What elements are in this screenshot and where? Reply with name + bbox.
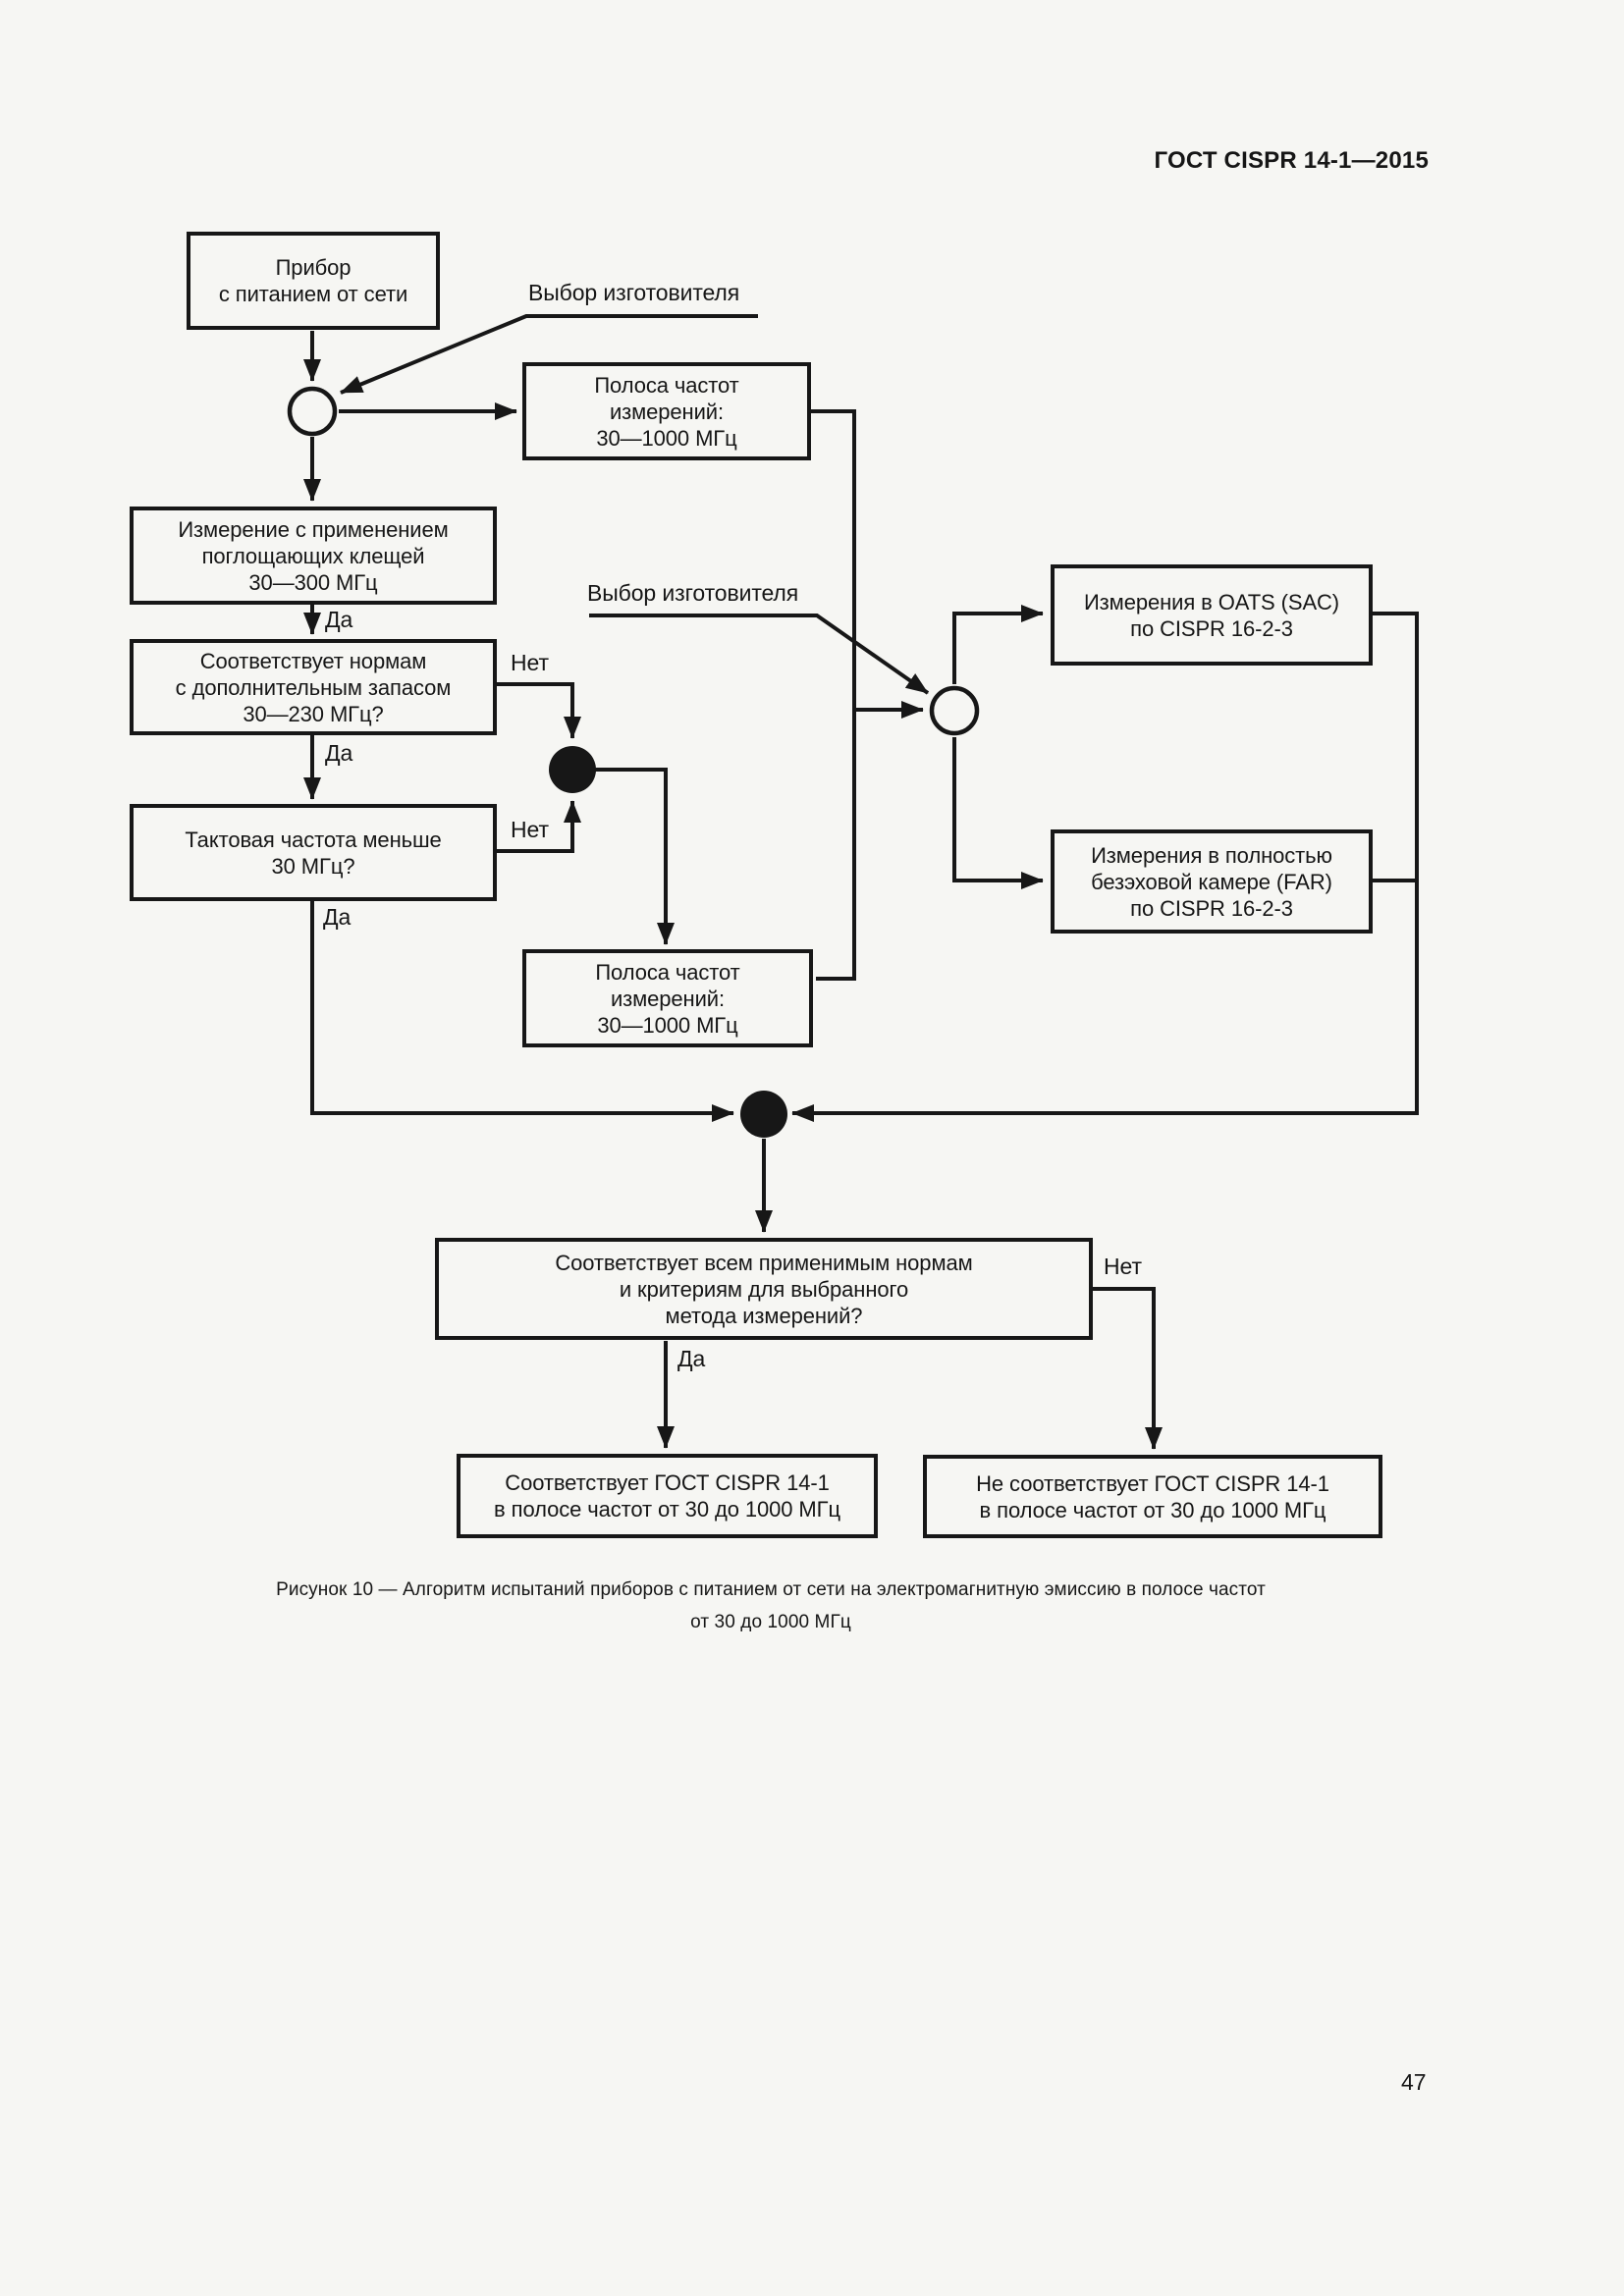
connector-oats-to-mergedot [791,612,1419,1122]
connector-junction2-to-oats [952,605,1044,684]
flow-node-freq-band-top: Полоса частот измерений: 30—1000 МГц [522,362,811,460]
connector-clock-no [497,800,581,853]
connector-mergedot1-to-freqband2 [595,768,675,945]
label-manufacturer-choice-1: Выбор изготовителя [528,280,740,305]
flow-node-freq-band-bottom: Полоса частот измерений: 30—1000 МГц [522,949,813,1047]
connector-junction2-to-far [952,737,1044,889]
merge-dot-2 [740,1091,787,1138]
edge-label-no-1: Нет [511,650,549,675]
edge-label-yes-4: Да [677,1346,706,1371]
edge-label-yes-2: Да [325,740,353,766]
flow-node-absorbing-clamp: Измерение с применением поглощающих клещ… [130,507,497,605]
flow-node-fail: Не соответствует ГОСТ CISPR 14-1 в полос… [923,1455,1382,1538]
connector-manufacturer-choice-2 [589,614,930,695]
connector-freqband-loop [810,409,856,981]
open-junction-circle-1 [287,386,338,437]
flow-node-margin-check: Соответствует нормам с дополнительным за… [130,639,497,735]
connector-clock-yes [310,901,734,1122]
merge-dot-1 [549,746,596,793]
connector-margin-no [497,682,581,739]
edge-label-no-3: Нет [1104,1254,1142,1279]
figure-caption: Рисунок 10 — Алгоритм испытаний приборов… [276,1579,1266,1632]
edge-label-yes-1: Да [325,607,353,632]
flow-node-comply-question: Соответствует всем применимым нормам и к… [435,1238,1093,1340]
connector-question-no [1093,1287,1163,1450]
flow-node-appliance: Прибор с питанием от сети [187,232,440,330]
flow-node-pass: Соответствует ГОСТ CISPR 14-1 в полосе ч… [457,1454,878,1538]
page-header-title: ГОСТ CISPR 14-1—2015 [1154,147,1429,174]
edge-label-no-2: Нет [511,817,549,842]
edge-label-yes-3: Да [323,904,352,930]
open-junction-circle-2 [929,685,980,736]
page-number: 47 [1401,2069,1427,2095]
flow-node-clock-check: Тактовая частота меньше 30 МГц? [130,804,497,901]
connector-manufacturer-choice-1 [340,314,758,395]
flow-node-oats: Измерения в OATS (SAC) по CISPR 16-2-3 [1051,564,1373,666]
flow-node-far: Измерения в полностью безэховой камере (… [1051,829,1373,934]
label-manufacturer-choice-2: Выбор изготовителя [587,580,799,606]
